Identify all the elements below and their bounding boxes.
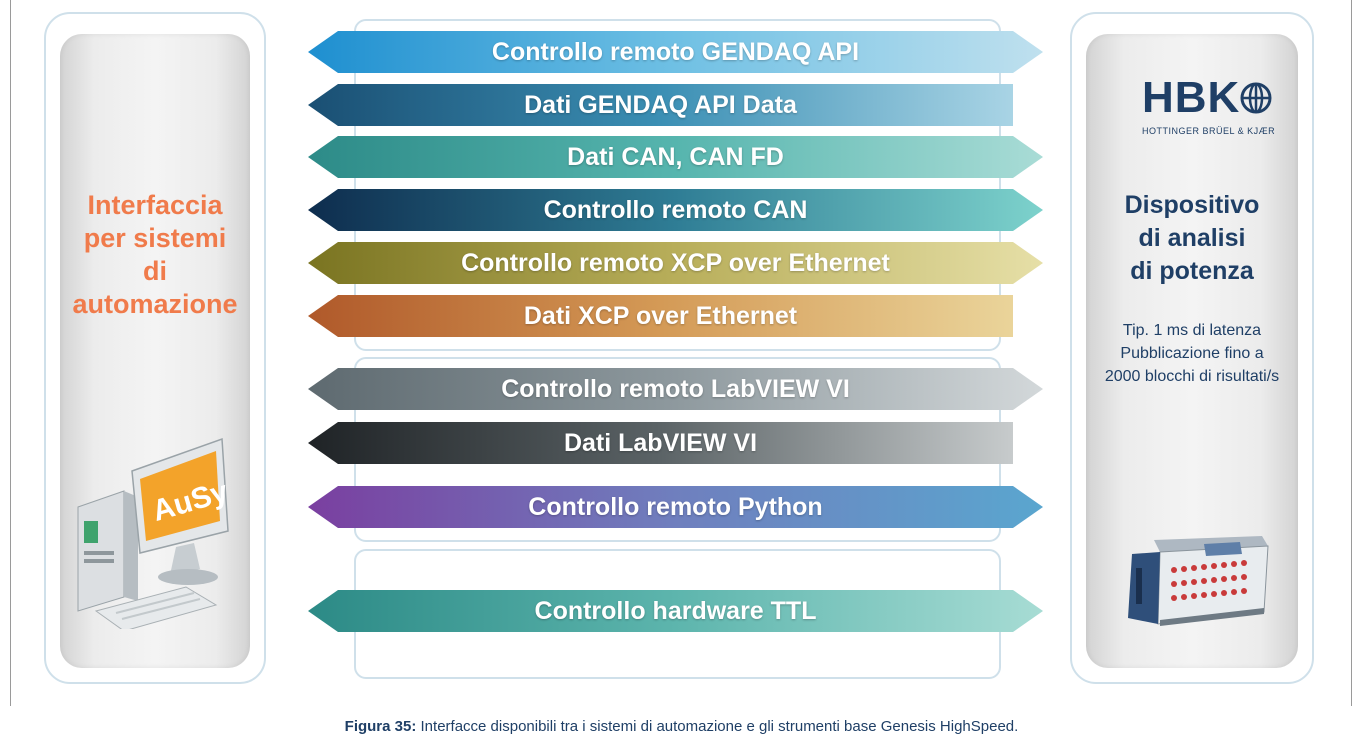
interface-arrow-gendaq-remote: Controllo remoto GENDAQ API — [308, 31, 1043, 73]
page-border-right — [1351, 0, 1352, 706]
interface-arrow-label: Controllo remoto CAN — [543, 195, 808, 224]
hbk-logo: HBK HOTTINGER BRÜEL & KJÆR — [1142, 73, 1276, 144]
hbk-logo-text: HBK — [1142, 73, 1241, 122]
interface-arrow-labview-remote: Controllo remoto LabVIEW VI — [308, 368, 1043, 410]
data-acquisition-device-image — [1128, 536, 1269, 626]
interface-arrow-label: Dati GENDAQ API Data — [524, 90, 797, 119]
power-analyzer-card: HBK HOTTINGER BRÜEL & KJÆR Dispositivo d… — [1086, 34, 1298, 668]
power-analyzer-title: Dispositivo di analisi di potenza — [1086, 189, 1298, 288]
interface-arrow-xcp-data: Dati XCP over Ethernet — [308, 295, 1013, 337]
interface-arrow-python-remote: Controllo remoto Python — [308, 486, 1043, 528]
page-border-left — [10, 0, 11, 706]
figure-caption-label: Figura 35: — [344, 718, 417, 735]
interface-arrow-labview-data: Dati LabVIEW VI — [308, 422, 1013, 464]
interface-arrow-xcp-remote: Controllo remoto XCP over Ethernet — [308, 242, 1043, 284]
interface-arrow-label: Dati CAN, CAN FD — [567, 142, 784, 171]
interface-arrow-ttl-hardware: Controllo hardware TTL — [308, 590, 1043, 632]
hbk-logo-subtext: HOTTINGER BRÜEL & KJÆR — [1142, 126, 1276, 136]
title-line: per sistemi — [83, 223, 227, 253]
power-analyzer-specs: Tip. 1 ms di latenza Pubblicazione fino … — [1086, 319, 1298, 388]
power-analyzer-panel: HBK HOTTINGER BRÜEL & KJÆR Dispositivo d… — [1070, 12, 1314, 684]
interface-arrow-label: Controllo hardware TTL — [534, 596, 817, 625]
title-line: di — [143, 256, 167, 286]
interface-arrow-label: Dati XCP over Ethernet — [523, 301, 798, 330]
spec-line: Tip. 1 ms di latenza — [1122, 322, 1262, 339]
interface-arrow-label: Controllo remoto XCP over Ethernet — [461, 248, 890, 277]
title-line: di analisi — [1138, 224, 1246, 252]
globe-icon — [1240, 82, 1272, 114]
automation-system-card: Interfaccia per sistemi di automazione A… — [60, 34, 250, 668]
title-line: Interfaccia — [87, 190, 223, 220]
spec-line: 2000 blocchi di risultati/s — [1104, 368, 1280, 385]
title-line: automazione — [72, 289, 238, 319]
interface-arrow-label: Controllo remoto LabVIEW VI — [501, 374, 850, 403]
interface-arrow-label: Dati LabVIEW VI — [563, 428, 758, 457]
automation-interface-title: Interfaccia per sistemi di automazione — [60, 189, 250, 321]
interface-arrow-can-remote: Controllo remoto CAN — [308, 189, 1043, 231]
interface-arrow-label: Controllo remoto Python — [528, 492, 823, 521]
figure-caption: Figura 35: Interfacce disponibili tra i … — [0, 718, 1363, 735]
computer-icon: AuSy — [77, 437, 232, 629]
interface-arrow-label: Controllo remoto GENDAQ API — [491, 37, 860, 66]
figure-caption-text: Interfacce disponibili tra i sistemi di … — [420, 718, 1019, 735]
title-line: Dispositivo — [1124, 191, 1260, 219]
title-line: di potenza — [1130, 257, 1254, 285]
automation-system-panel: Interfaccia per sistemi di automazione A… — [44, 12, 266, 684]
interface-arrow-gendaq-data: Dati GENDAQ API Data — [308, 84, 1013, 126]
interface-arrow-can-data: Dati CAN, CAN FD — [308, 136, 1043, 178]
spec-line: Pubblicazione fino a — [1120, 345, 1264, 362]
